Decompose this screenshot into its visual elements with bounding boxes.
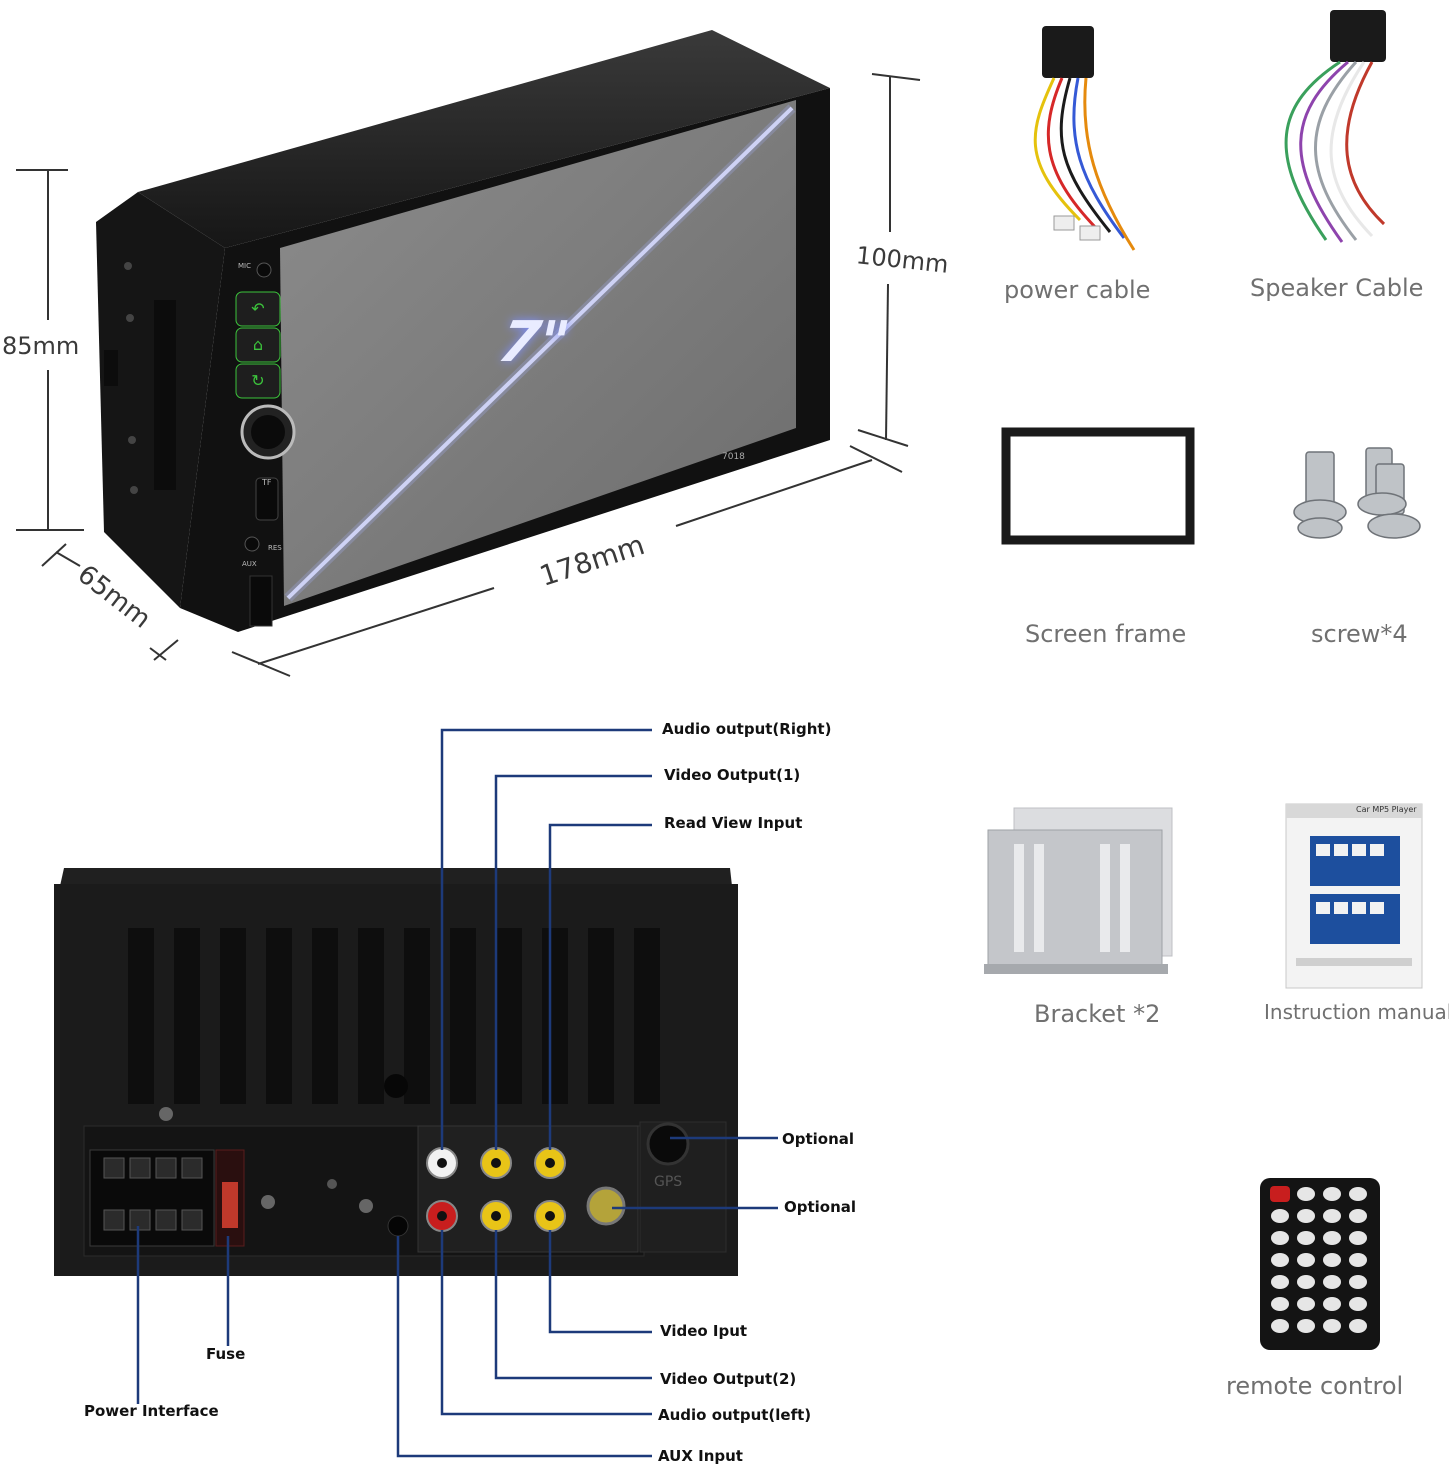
remote-key <box>1349 1253 1367 1267</box>
remote-key <box>1349 1275 1367 1289</box>
callout-aux-input: AUX Input <box>658 1447 743 1465</box>
remote-key <box>1271 1209 1289 1223</box>
mic-label: MIC <box>238 262 251 270</box>
remote-key <box>1349 1297 1367 1311</box>
manual-title: Car MP5 Player <box>1356 805 1417 814</box>
remote-key <box>1349 1231 1367 1245</box>
remote-key <box>1297 1209 1315 1223</box>
speaker-cable-image <box>1284 10 1386 243</box>
svg-text:⌂: ⌂ <box>253 335 263 354</box>
aux-side-label: AUX <box>242 560 257 568</box>
callout-video-output-2: Video Output(2) <box>660 1370 797 1388</box>
callout-audio-output-right: Audio output(Right) <box>662 720 832 738</box>
manual-image <box>1285 803 1423 989</box>
head-unit-rear <box>54 728 778 1458</box>
callout-audio-output-left: Audio output(left) <box>658 1406 812 1424</box>
screen-frame-image <box>1001 427 1195 545</box>
callout-optional-antenna: Optional <box>784 1198 857 1216</box>
accessory-label-power-cable: power cable <box>1004 276 1151 304</box>
accessory-label-screw: screw*4 <box>1311 620 1408 648</box>
tf-label: TF <box>262 478 272 487</box>
gps-port-label: GPS <box>654 1174 683 1190</box>
remote-key <box>1271 1275 1289 1289</box>
remote-key <box>1297 1187 1315 1201</box>
remote-key <box>1271 1231 1289 1245</box>
remote-control-image <box>1260 1178 1380 1350</box>
accessory-label-manual: Instruction manual <box>1264 1000 1449 1024</box>
remote-key <box>1297 1253 1315 1267</box>
remote-key <box>1323 1297 1341 1311</box>
remote-key <box>1349 1187 1367 1201</box>
remote-key <box>1349 1209 1367 1223</box>
callout-video-output-1: Video Output(1) <box>664 766 801 784</box>
callout-optional-gps: Optional <box>782 1130 855 1148</box>
remote-key <box>1349 1319 1367 1333</box>
callout-video-input: Video Iput <box>660 1322 748 1340</box>
remote-key <box>1271 1319 1289 1333</box>
callout-rear-view-input: Read View Input <box>664 814 803 832</box>
callout-fuse: Fuse <box>206 1345 246 1363</box>
remote-key <box>1271 1253 1289 1267</box>
remote-key <box>1323 1275 1341 1289</box>
remote-key <box>1323 1253 1341 1267</box>
accessory-label-remote-control: remote control <box>1226 1372 1404 1400</box>
remote-key <box>1297 1319 1315 1333</box>
remote-key <box>1323 1231 1341 1245</box>
head-unit-front: ↶ ⌂ ↻ <box>16 30 921 677</box>
accessory-label-screen-frame: Screen frame <box>1025 620 1187 648</box>
screen-size-label: 7" <box>493 310 576 375</box>
remote-key <box>1323 1319 1341 1333</box>
power-cable-image <box>1033 26 1136 251</box>
brand-text: 7018 <box>722 452 745 462</box>
screws-image <box>1293 447 1421 539</box>
svg-text:↻: ↻ <box>251 371 264 390</box>
remote-key <box>1297 1275 1315 1289</box>
remote-key <box>1297 1231 1315 1245</box>
accessory-label-bracket: Bracket *2 <box>1034 1000 1161 1028</box>
callout-power-interface: Power Interface <box>84 1402 219 1420</box>
accessory-label-speaker-cable: Speaker Cable <box>1250 274 1424 302</box>
remote-key <box>1323 1209 1341 1223</box>
dimension-height-side: 85mm <box>2 332 80 360</box>
remote-key <box>1297 1297 1315 1311</box>
remote-key <box>1323 1187 1341 1201</box>
svg-text:↶: ↶ <box>251 299 264 318</box>
rst-label: RES <box>268 544 282 552</box>
remote-key <box>1271 1297 1289 1311</box>
bracket-image <box>984 807 1173 974</box>
